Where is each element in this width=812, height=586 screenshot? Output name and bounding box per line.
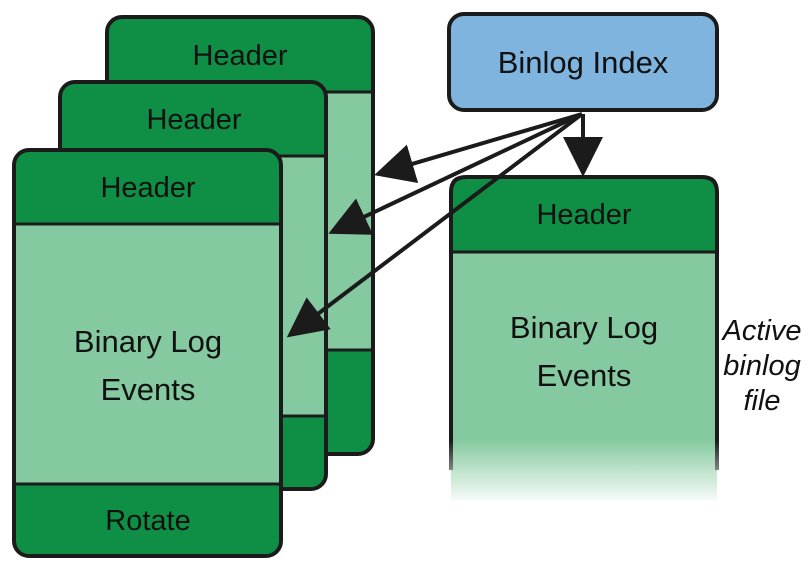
- active-file-body-line1: Binary Log: [510, 310, 658, 345]
- front-file-body-line1: Binary Log: [74, 324, 222, 359]
- active-file-body-line2: Events: [537, 358, 632, 393]
- active-binlog-file: Header Binary Log Events: [447, 175, 722, 505]
- middle-file-header-label: Header: [146, 104, 241, 136]
- binlog-index-label: Binlog Index: [498, 45, 669, 80]
- arrow-to-back-file: [374, 112, 583, 184]
- back-file-header-label: Header: [192, 40, 287, 72]
- active-binlog-caption: Active binlog file: [721, 315, 802, 417]
- caption-line3: file: [743, 385, 780, 417]
- active-file-header-label: Header: [536, 199, 631, 231]
- binlog-file-front: Header Binary Log Events Rotate: [12, 148, 283, 558]
- index-arrows: [286, 112, 603, 338]
- front-file-body-line2: Events: [101, 372, 196, 407]
- caption-line2: binlog: [723, 350, 800, 382]
- caption-line1: Active: [721, 315, 802, 347]
- front-file-rotate-label: Rotate: [105, 505, 190, 537]
- front-file-header-label: Header: [100, 172, 195, 204]
- arrow-to-middle-file: [328, 112, 583, 235]
- binlog-index-box: Binlog Index: [447, 12, 719, 112]
- arrow-to-front-file: [286, 112, 584, 338]
